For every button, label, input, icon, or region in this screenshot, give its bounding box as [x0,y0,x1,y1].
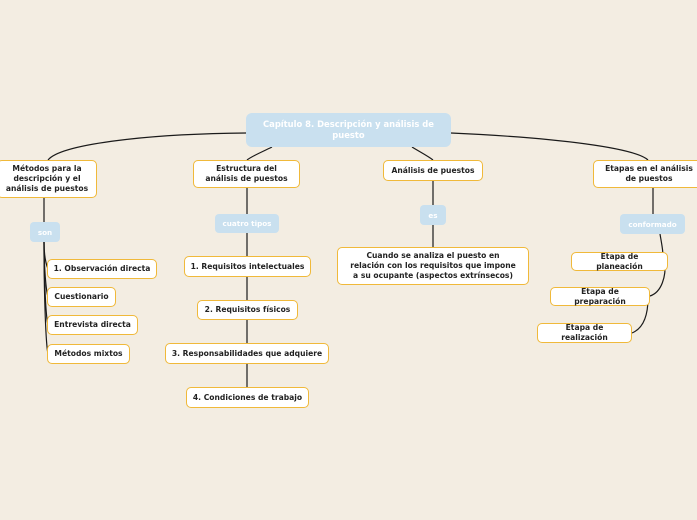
item-label: 3. Responsabilidades que adquiere [171,348,323,358]
connector-conformado-label: conformado [628,219,677,229]
item-metodos-mixtos[interactable]: Métodos mixtos [47,344,130,364]
branch-etapas[interactable]: Etapas en el análisis de puestos [593,160,697,188]
branch-analisis-title: Análisis de puestos [391,165,475,175]
branch-estructura[interactable]: Estructura del análisis de puestos [193,160,300,188]
connector-es[interactable]: es [420,205,446,225]
item-label: Entrevista directa [54,320,131,329]
item-label: 2. Requisitos físicos [204,305,291,314]
item-label: Etapa de realización [561,323,608,342]
item-condiciones-de-trabajo[interactable]: 4. Condiciones de trabajo [186,387,309,408]
item-label: 1. Requisitos intelectuales [190,261,305,271]
item-label: 4. Condiciones de trabajo [192,392,303,402]
branch-estructura-title: Estructura del análisis de puestos [205,164,288,183]
item-requisitos-intelectuales[interactable]: 1. Requisitos intelectuales [184,256,311,277]
connector-son-label: son [37,227,53,237]
item-label: Cuando se analiza el puesto en relación … [350,251,516,280]
item-etapa-planeacion[interactable]: Etapa de planeación [571,252,668,271]
item-label: Métodos mixtos [54,349,123,358]
item-cuestionario[interactable]: Cuestionario [47,287,116,307]
item-responsabilidades[interactable]: 3. Responsabilidades que adquiere [165,343,329,364]
branch-metodos-title: Métodos para la descripción y el análisi… [5,164,89,193]
branch-analisis[interactable]: Análisis de puestos [383,160,483,181]
item-entrevista-directa[interactable]: Entrevista directa [47,315,138,335]
item-observacion-directa[interactable]: 1. Observación directa [47,259,157,279]
root-title: Capítulo 8. Descripción y análisis de pu… [263,119,434,140]
item-definicion-analisis[interactable]: Cuando se analiza el puesto en relación … [337,247,529,285]
item-etapa-realizacion[interactable]: Etapa de realización [537,323,632,343]
branch-metodos[interactable]: Métodos para la descripción y el análisi… [0,160,97,198]
item-label: Etapa de preparación [574,286,626,306]
connector-cuatro-tipos-label: cuatro tipos [222,219,272,228]
item-requisitos-fisicos[interactable]: 2. Requisitos físicos [197,300,298,320]
item-label: 1. Observación directa [53,264,151,273]
root-topic[interactable]: Capítulo 8. Descripción y análisis de pu… [246,113,451,147]
connector-es-label: es [428,210,438,220]
item-label: Cuestionario [54,292,109,301]
connector-conformado[interactable]: conformado [620,214,685,234]
item-label: Etapa de planeación [596,251,643,271]
item-etapa-preparacion[interactable]: Etapa de preparación [550,287,650,306]
connector-son[interactable]: son [30,222,60,242]
branch-etapas-title: Etapas en el análisis de puestos [605,164,693,183]
connector-cuatro-tipos[interactable]: cuatro tipos [215,214,279,233]
